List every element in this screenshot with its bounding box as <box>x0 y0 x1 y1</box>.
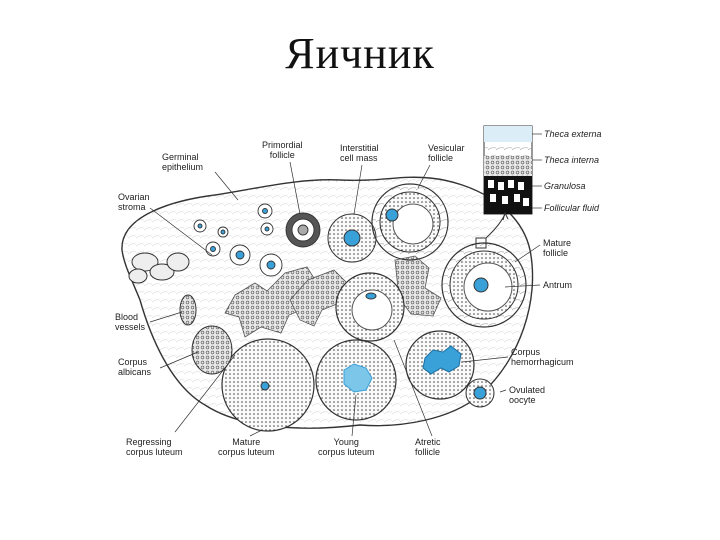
primordial-follicles <box>193 203 321 277</box>
label-follicular-fluid: Follicular fluid <box>544 203 600 213</box>
label-granulosa: Granulosa <box>544 181 586 191</box>
atretic-follicle <box>335 272 405 342</box>
label-interstitial-cell-mass: Interstitial cell mass <box>340 143 379 163</box>
mature-corpus-luteum <box>221 338 315 432</box>
label-corpus-albicans: Corpus albicans <box>118 357 152 377</box>
label-young-corpus-luteum: Young corpus luteum <box>318 437 375 457</box>
follicle-wall-inset <box>475 125 533 249</box>
corpus-hemorrhagicum <box>405 330 475 400</box>
growing-follicle <box>327 213 377 263</box>
label-primordial-follicle: Primordial follicle <box>262 140 303 160</box>
label-theca-interna: Theca interna <box>544 155 600 165</box>
ovulated-oocyte <box>465 378 495 408</box>
label-ovulated-oocyte: Ovulated oocyte <box>509 385 546 405</box>
corpus-albicans <box>191 325 233 375</box>
label-regressing-corpus-luteum: Regressing corpus luteum <box>126 437 183 457</box>
label-germinal-epithelium: Germinal epithelium <box>162 152 204 172</box>
label-blood-vessels: Blood vessels <box>115 312 146 332</box>
label-ovarian-stroma: Ovarian stroma <box>118 192 150 212</box>
interstitial-cell-mass <box>224 255 442 338</box>
label-antrum: Antrum <box>543 280 573 290</box>
label-mature-follicle: Mature follicle <box>543 238 572 258</box>
young-corpus-luteum <box>315 339 397 421</box>
slide-title: Яичник <box>285 29 435 78</box>
label-mature-corpus-luteum: Mature corpus luteum <box>218 437 275 457</box>
blood-vessels <box>128 252 197 326</box>
label-theca-externa: Theca externa <box>544 129 602 139</box>
label-corpus-hemorrhagicum: Corpus hemorrhagicum <box>511 347 574 367</box>
vesicular-follicle <box>371 183 449 261</box>
label-atretic-follicle: Atretic follicle <box>415 437 441 457</box>
leader-lines <box>149 133 542 437</box>
mature-follicle <box>441 242 527 328</box>
label-vesicular-follicle: Vesicular follicle <box>428 143 465 163</box>
